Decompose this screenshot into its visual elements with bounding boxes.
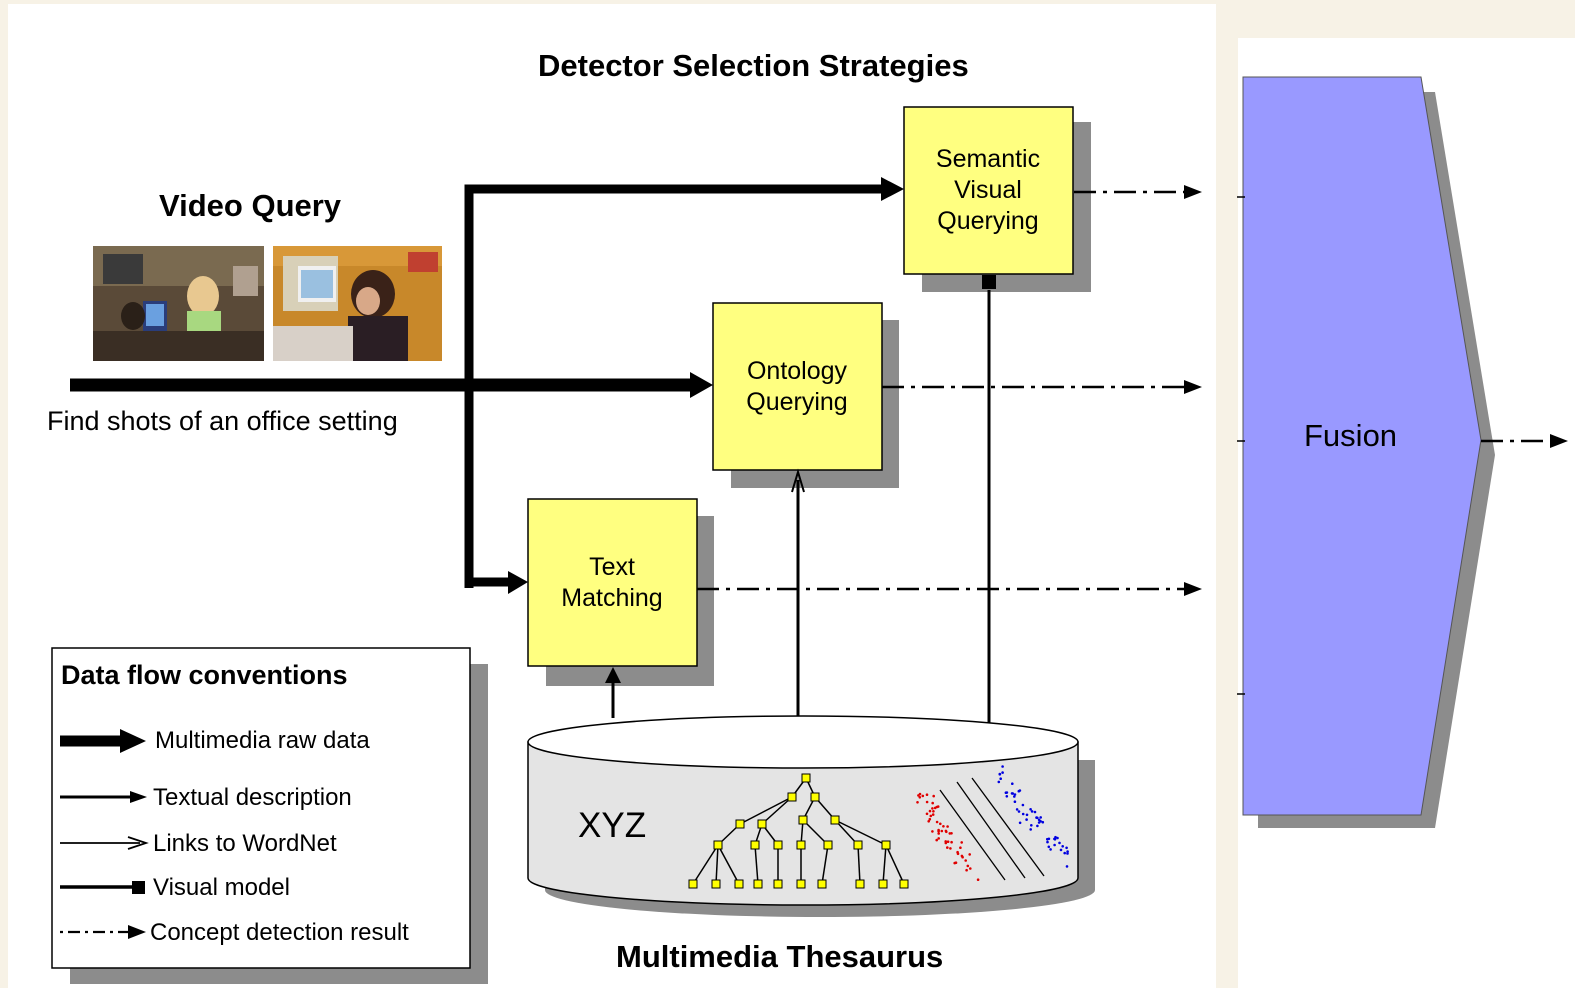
legend-item-detection-result: Concept detection result [150, 919, 409, 946]
text-matching-box [527, 498, 698, 667]
legend-item-textual: Textual description [153, 784, 352, 811]
text-matching-label: Text Matching [561, 552, 663, 612]
video-frame-2 [273, 246, 442, 361]
legend-item-raw-data: Multimedia raw data [155, 727, 370, 754]
thesaurus-title: Multimedia Thesaurus [616, 939, 944, 974]
fusion-block [1242, 76, 1495, 828]
legend-symbols [60, 729, 149, 939]
visual-model-scatter-icon [916, 765, 1069, 881]
ontology-querying-label: Ontology Querying [746, 356, 848, 416]
legend-box [51, 647, 471, 969]
thesaurus-xyz-label: XYZ [578, 806, 647, 845]
video-frame-1 [93, 246, 264, 361]
legend-title: Data flow conventions [61, 660, 348, 690]
diagram-title: Detector Selection Strategies [538, 48, 969, 83]
query-text: Find shots of an office setting [47, 406, 398, 436]
semantic-visual-querying-label: Semantic Visual Querying [935, 145, 1041, 235]
fusion-label: Fusion [1304, 418, 1398, 453]
video-query-title: Video Query [159, 188, 342, 223]
ontology-box [712, 302, 883, 471]
legend-item-visual-model: Visual model [153, 874, 290, 901]
legend-item-wordnet: Links to WordNet [153, 830, 337, 857]
semantic-box [903, 106, 1074, 275]
